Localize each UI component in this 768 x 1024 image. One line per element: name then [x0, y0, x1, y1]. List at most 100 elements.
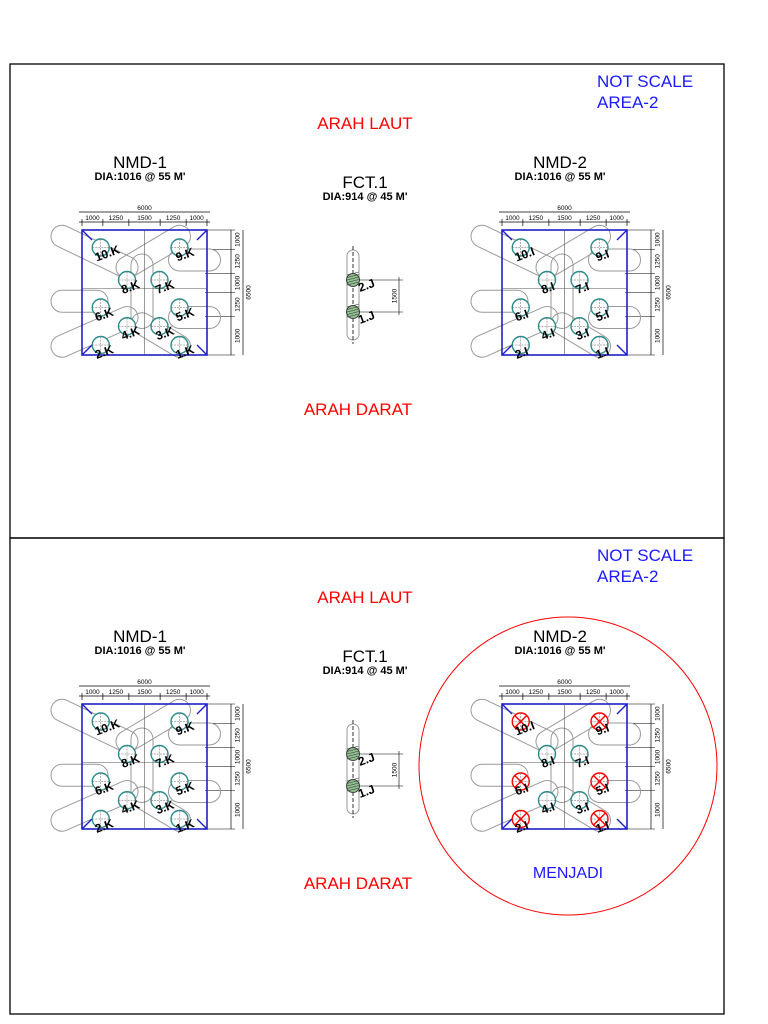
dimension-value: 1000	[655, 275, 662, 290]
panel-frame	[9, 537, 725, 1015]
dimension-value: 1250	[529, 689, 544, 696]
pile-hatch	[346, 279, 360, 283]
sling-loop	[50, 289, 109, 313]
pile-label: 6.K	[93, 779, 116, 799]
dimension-value: 1250	[109, 689, 124, 696]
sling-loop	[130, 727, 154, 803]
dimension-value: 1250	[586, 215, 601, 222]
dimension-total: 6500	[666, 759, 673, 774]
pile-hatch	[346, 785, 360, 789]
pile-label: 1.J	[356, 308, 376, 327]
corner-chamfer	[616, 229, 628, 241]
sling-loop	[550, 727, 574, 803]
dimension-value: 1000	[235, 706, 242, 721]
nmd1-title: NMD-1	[113, 627, 167, 646]
fct-subtitle: DIA:914 @ 45 M'	[323, 191, 408, 203]
dimension-value: 1500	[392, 762, 399, 777]
pile-hatch	[346, 308, 360, 313]
pile-label: 1.K	[174, 342, 197, 362]
corner-chamfer	[501, 344, 513, 356]
note-line: NOT SCALE	[597, 72, 693, 91]
pile-label: 5.I	[594, 781, 611, 799]
corner-chamfer	[616, 818, 628, 830]
corner-chamfer	[616, 703, 628, 715]
dimension-value: 1000	[85, 689, 100, 696]
dimension-value: 1500	[557, 689, 572, 696]
pile-label: 7.I	[574, 279, 591, 297]
fct-subtitle: DIA:914 @ 45 M'	[323, 665, 408, 677]
dimension-value: 1000	[609, 689, 624, 696]
pile-label: 5.K	[174, 779, 197, 799]
nmd2-title: NMD-2	[533, 627, 587, 646]
dimension-value: 1250	[235, 728, 242, 743]
corner-chamfer	[81, 344, 93, 356]
pile-label: 10.I	[513, 718, 537, 738]
pile-label: 5.I	[594, 307, 611, 325]
note-line: AREA-2	[597, 93, 658, 112]
dimension-total: 6500	[246, 285, 253, 300]
pile-label: 6.I	[513, 307, 530, 325]
pile-label: 3.I	[574, 325, 591, 343]
dimension-value: 1500	[137, 215, 152, 222]
pile-label: 3.I	[574, 799, 591, 817]
fct-title: FCT.1	[342, 647, 387, 666]
dimension-value: 1250	[109, 215, 124, 222]
sling-loop	[470, 289, 529, 313]
pile-label: 3.K	[154, 797, 177, 817]
pile-label: 2.K	[93, 816, 116, 836]
direction-land-label: ARAH DARAT	[304, 874, 412, 893]
pile-label: 8.I	[539, 753, 556, 771]
corner-chamfer	[81, 703, 93, 715]
dimension-total: 6000	[557, 205, 572, 212]
pile-label: 9.K	[174, 245, 197, 265]
corner-chamfer	[616, 344, 628, 356]
dimension-value: 1250	[235, 297, 242, 312]
dimension-value: 1250	[655, 254, 662, 269]
dimension-value: 1000	[235, 275, 242, 290]
pile-label: 6.I	[513, 781, 530, 799]
sling-loop	[130, 253, 154, 329]
dimension-value: 1000	[655, 328, 662, 343]
pile-label: 4.I	[539, 325, 556, 343]
dimension-value: 1000	[85, 215, 100, 222]
pile-label: 1.K	[174, 816, 197, 836]
pile-hatch	[346, 748, 360, 752]
dimension-value: 1000	[655, 802, 662, 817]
dimension-total: 6000	[557, 679, 572, 686]
dimension-value: 1000	[655, 749, 662, 764]
pile-hatch	[346, 753, 360, 757]
corner-chamfer	[501, 703, 513, 715]
dimension-total: 6500	[666, 285, 673, 300]
pile-label: 6.K	[93, 305, 116, 325]
dimension-value: 1250	[655, 728, 662, 743]
pile-hatch	[346, 313, 360, 318]
dimension-value: 1000	[235, 232, 242, 247]
sling-loop	[588, 780, 641, 803]
scale-note: NOT SCALE AREA-2	[597, 72, 693, 112]
pile-cross	[514, 812, 528, 826]
pile-label: 2.K	[93, 342, 116, 362]
panel-frame	[9, 63, 725, 539]
dimension-total: 6000	[137, 679, 152, 686]
dimension-value: 1250	[235, 254, 242, 269]
nmd2-title: NMD-2	[533, 153, 587, 172]
note-line: AREA-2	[597, 567, 658, 586]
dimension-value: 1250	[166, 215, 181, 222]
pile-label: 8.I	[539, 279, 556, 297]
direction-sea-label: ARAH LAUT	[317, 114, 412, 133]
nmd2-subtitle: DIA:1016 @ 55 M'	[515, 645, 606, 657]
